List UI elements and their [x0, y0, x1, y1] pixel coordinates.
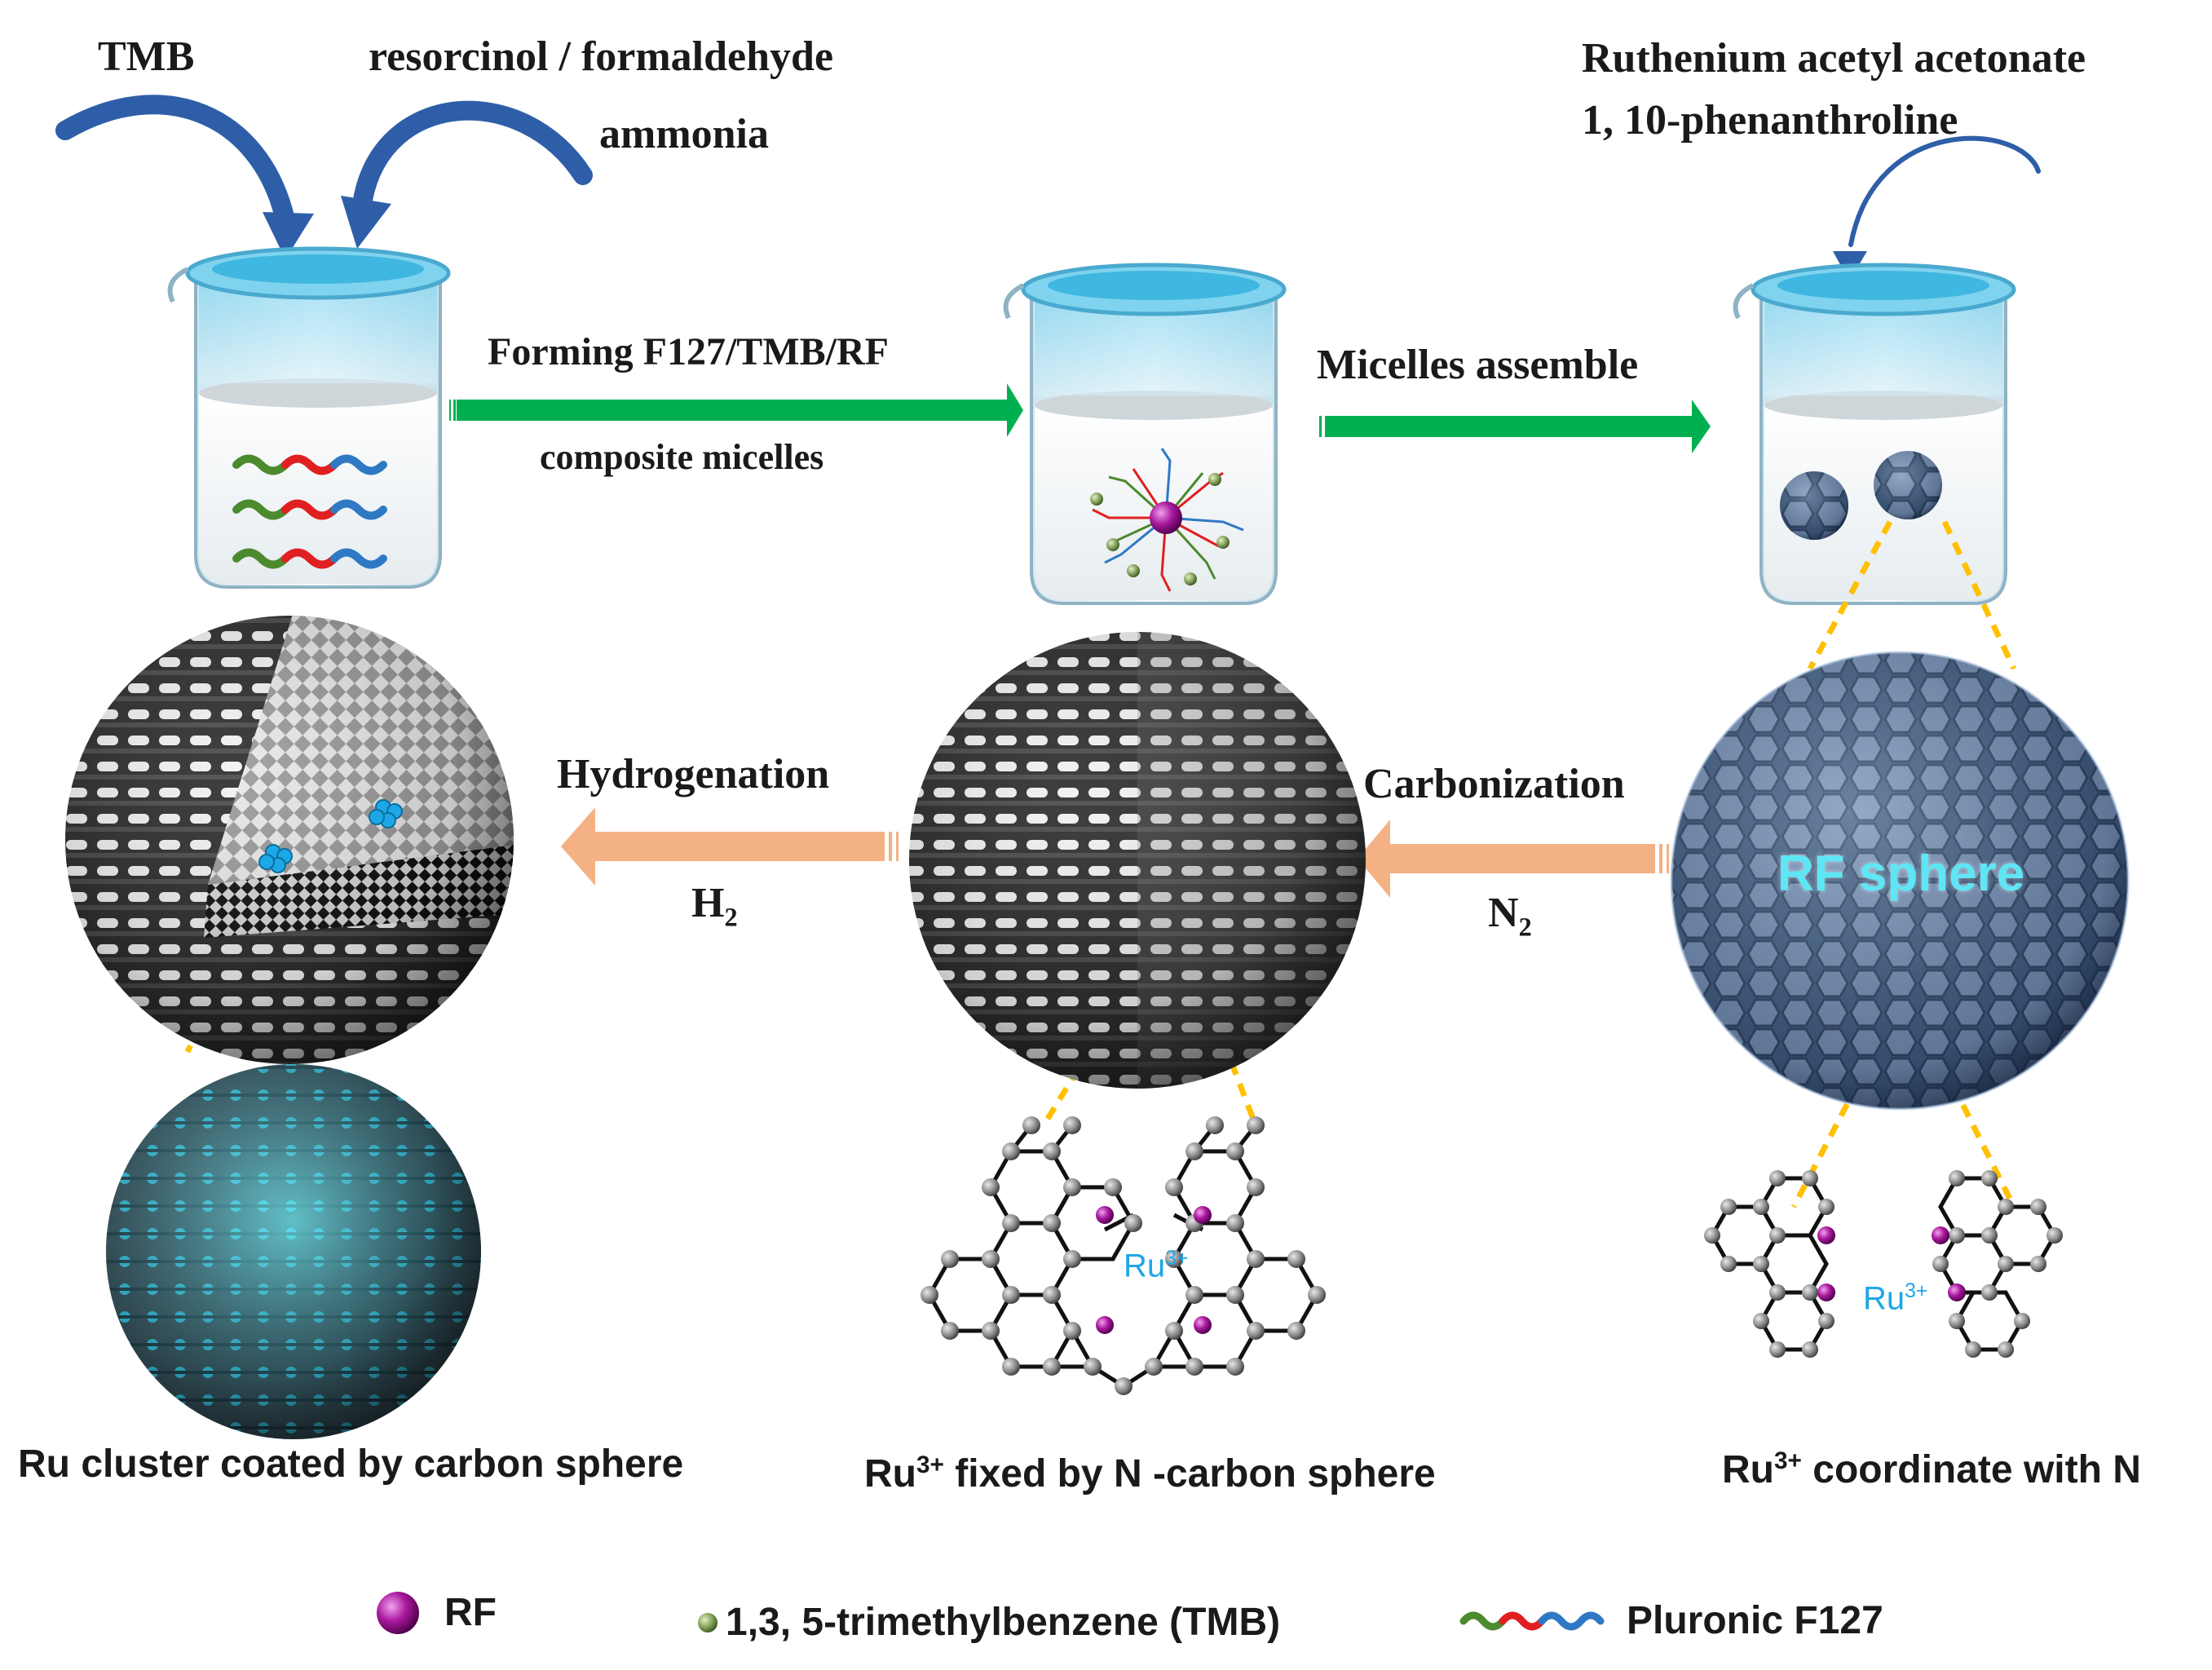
arrow-step-3 — [1358, 820, 1669, 898]
step1-label: Forming F127/TMB/RF — [488, 330, 889, 373]
reagent-arrow-ru — [1833, 135, 2041, 281]
beaker-2 — [1003, 263, 1287, 605]
legend-tmb-label: 1,3, 5-trimethylbenzene (TMB) — [726, 1601, 1281, 1644]
micelle — [1090, 448, 1244, 592]
rf-sphere — [1670, 651, 2130, 1111]
reagent-arrow-rf — [341, 100, 593, 249]
legend-f127-icon — [1459, 1611, 1605, 1631]
rf-sphere-label: RF sphere — [1777, 846, 2025, 902]
ru-ion-label-mid: Ru3+ — [1124, 1248, 1189, 1284]
caption-middle: Ru3+ fixed by N -carbon sphere — [864, 1451, 1436, 1495]
step3-label: Carbonization — [1363, 761, 1625, 807]
arrow-step-4 — [561, 807, 898, 886]
step3-gas: N2 — [1488, 890, 1532, 942]
n-carbon-sphere — [909, 632, 1366, 1089]
lattice-atoms-mid — [921, 1116, 1326, 1395]
arrow-step-1 — [449, 383, 1023, 437]
ru-cluster-sphere — [106, 1064, 481, 1439]
nitrogen-atoms-right — [1817, 1226, 1966, 1301]
arrow-step-2 — [1319, 400, 1711, 453]
legend-rf-label: RF — [444, 1591, 497, 1634]
legend-rf-icon — [377, 1592, 419, 1634]
f127-chains-beaker-1 — [232, 454, 387, 569]
ru-ion-label-right: Ru3+ — [1863, 1280, 1928, 1317]
reagent-ru-label: Ruthenium acetyl acetonate — [1582, 35, 2086, 82]
reagent-rf-label: resorcinol / formaldehyde — [369, 33, 834, 80]
reagent-arrow-tmb — [55, 95, 314, 259]
caption-left: Ru cluster coated by carbon sphere — [18, 1442, 684, 1486]
step4-label: Hydrogenation — [557, 751, 830, 797]
legend-f127-label: Pluronic F127 — [1627, 1599, 1883, 1642]
beaker-1 — [167, 246, 451, 589]
lattice-atoms-right — [1704, 1170, 2063, 1358]
step2-label: Micelles assemble — [1317, 342, 1639, 388]
legend-tmb-icon — [698, 1613, 717, 1632]
step1-sublabel: composite micelles — [540, 437, 824, 477]
caption-right: Ru3+ coordinate with N — [1722, 1447, 2141, 1491]
carbon-sphere-ru-cluster — [65, 616, 514, 1064]
reagent-tmb-label: TMB — [98, 33, 195, 80]
reagent-ammonia-label: ammonia — [599, 111, 769, 157]
reagent-phen-label: 1, 10-phenanthroline — [1582, 97, 1958, 144]
nitrogen-atoms-mid — [1096, 1206, 1212, 1334]
step4-gas: H2 — [691, 880, 738, 932]
ru-cluster-icon — [258, 799, 403, 873]
